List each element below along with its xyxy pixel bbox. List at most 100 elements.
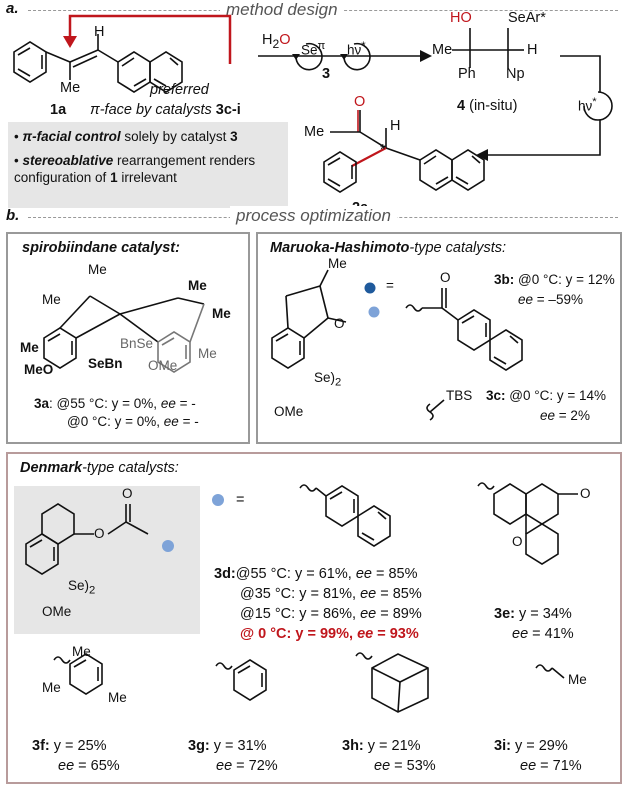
res-3i: 3i: y = 29% [494,738,568,754]
bullet-2-rest: rearrangement renders configuration of [14,153,256,185]
res-3h-ee-label: ee [374,758,391,774]
res-3d-cond-1: @55 °C: y = 61%, [235,566,352,582]
maruoka-catalyst-box: Maruoka-Hashimoto-type catalysts: Me O =… [256,232,622,444]
substrate-1a-structure [13,14,613,193]
denmark-title-italic: Denmark [20,460,83,476]
res-3d-ee-1: ee [355,566,372,582]
water-h: H [262,32,273,48]
spiro-ee-val-1: = - [179,396,196,411]
res-3g-ee: ee = 72% [216,758,278,774]
spiro-me-left: Me [42,292,61,307]
res-3e-ee: ee = 41% [512,626,574,642]
res-3e-y: y = 34% [519,606,572,622]
alkene-h-label: H [94,24,105,40]
res-3f-ee: ee = 65% [58,758,120,774]
maruoka-title-rest: -type catalysts: [409,240,507,256]
product-o-label: O [354,94,366,110]
res-3f-ee-val: = 65% [78,758,120,774]
res-3c-cond: @0 °C: y = 14% [509,388,607,403]
water-sub: 2 [272,36,280,51]
intermediate-np: Np [506,66,525,82]
denmark-structures [25,482,578,713]
maruoka-me: Me [328,256,347,271]
intermediate-4-label: 4 (in-situ) [457,98,517,114]
res-3h-y: y = 21% [367,738,421,754]
denmark-se2: Se)2 [68,578,95,597]
preferred-label-line2: π-face by catalysts 3c-i [90,102,241,118]
spiro-me-right-top: Me [188,278,207,293]
maruoka-tbs: TBS [446,388,473,403]
res-3f: 3f: y = 25% [32,738,107,754]
spiro-meo: MeO [24,362,54,377]
res-3i-cat: 3i: [494,738,511,754]
res-3c-ee: = 2% [558,408,590,423]
res-3i-ee: ee = 71% [520,758,582,774]
res-3b-cat: 3b: [494,272,515,287]
maruoka-ketone-o: O [440,270,451,285]
intermediate-sear: SeAr* [508,10,546,26]
res-3d-cond-2: @35 °C: y = 81%, [240,586,357,602]
spiro-bnse: BnSe [120,336,154,351]
bullet-2-num: 1 [110,170,118,185]
spiro-catalyst-box: spirobiindane catalyst: Me Me Me Me Me M… [6,232,250,444]
maruoka-res-3b: 3b: @0 °C: y = 12% [494,272,615,287]
maruoka-equals: = [386,278,394,293]
product-me-label: Me [304,124,325,140]
bullet-1-bold: π-facial control [22,129,121,144]
res-3d-cond-3: @15 °C: y = 86%, [240,606,357,622]
hv-label-2: hν* [578,96,597,114]
hv-star-2: * [592,96,597,108]
bullet-1: • π-facial control solely by catalyst 3 [14,129,238,144]
preferred-label-line1: preferred [150,82,209,98]
res-3f-ee-label: ee [58,758,75,774]
denmark-se-text: Se) [68,578,90,593]
res-3b-ee: = –59% [536,292,583,307]
spiro-ee-2: ee [163,414,179,429]
spiro-title: spirobiindane catalyst: [22,240,180,256]
maruoka-se-sub: 2 [335,376,342,389]
res-3c-ee-label: ee [540,408,556,423]
res-3e-ee-val: = 41% [532,626,574,642]
denmark-core-o2: O [94,526,105,541]
res-3e: 3e: y = 34% [494,606,572,622]
res-3h-ee: ee = 53% [374,758,436,774]
section-b-title: process optimization [230,206,397,226]
section-a-label: a. [6,0,19,17]
res-3f-cat: 3f: [32,738,50,754]
res-3g-cat: 3g: [188,738,210,754]
hv-star: * [361,40,366,52]
spiro-me-aryl: Me [20,340,39,355]
product-star-label: * [380,142,386,158]
intermediate-ph: Ph [458,66,476,82]
section-a-title: method design [220,0,344,20]
preferred-text: π-face by catalysts [90,102,212,118]
denmark-equals: = [236,492,245,508]
se-pi-label: Seπ [301,40,325,58]
maruoka-o: O [334,316,345,331]
maruoka-ome: OMe [274,404,304,419]
res-3i-ee-val: = 71% [540,758,582,774]
res-3i-y: y = 29% [514,738,568,754]
spiro-me-gray: Me [198,346,217,361]
bullet-1-num: 3 [230,129,238,144]
denmark-catalyst-box: Denmark-type catalysts: [6,452,622,784]
res-3i-ee-label: ee [520,758,537,774]
spiro-structure [43,295,205,373]
compound-1a-label: 1a [50,102,67,118]
bullet-2-bold: stereoablative [22,153,114,168]
res-3d-row-1: 3d:@55 °C: y = 61%, ee = 85% [214,566,418,582]
res-3b-ee-label: ee [518,292,534,307]
xylyl-me-top: Me [72,644,91,659]
xylyl-me-right: Me [108,690,127,705]
res-3b-cond: @0 °C: y = 12% [518,272,615,287]
xylyl-me-left: Me [42,680,61,695]
aq-o-1: O [580,486,591,501]
res-3d-eev-1: = 85% [375,566,418,582]
section-b-label: b. [6,207,20,224]
res-3d-ee-2: ee [360,586,377,602]
ho-text: HO [450,10,472,26]
spiro-ee-val-2: = - [182,414,199,429]
maruoka-se-text: Se) [314,370,336,385]
bullet-1-rest: solely by catalyst [120,129,231,144]
res-3d-ee-3: ee [360,606,377,622]
